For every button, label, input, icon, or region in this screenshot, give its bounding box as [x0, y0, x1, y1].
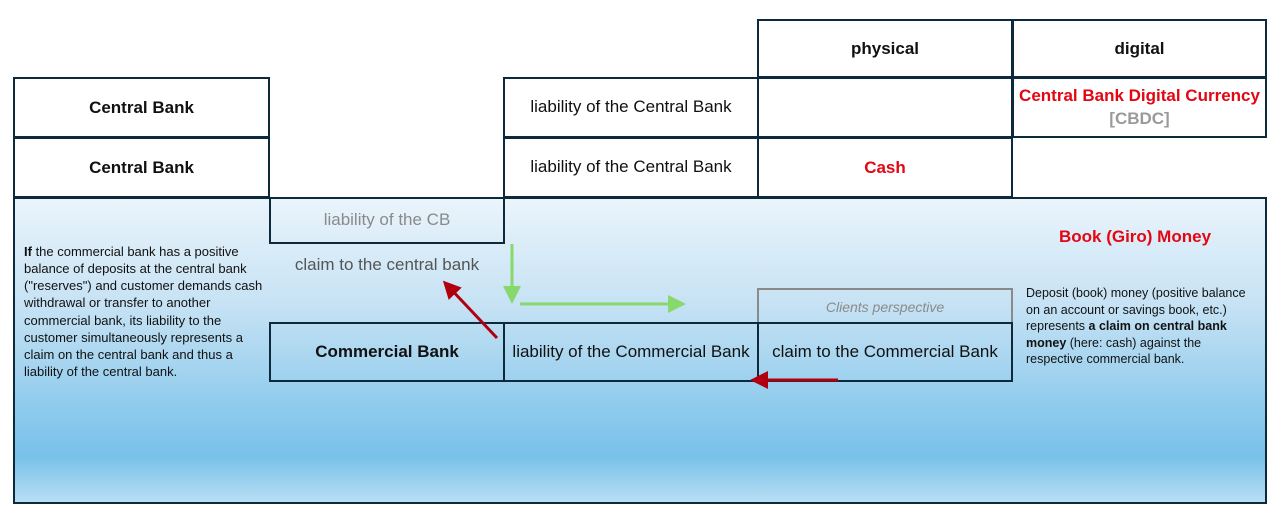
cbdc-tag: [CBDC] — [1109, 108, 1170, 128]
clients-perspective-cell: Clients perspective — [757, 288, 1013, 324]
central-bank-cash-cell: Central Bank — [13, 137, 270, 198]
right-note-text-2: (here: cash) against the respective comm… — [1026, 335, 1202, 367]
right-note-text-1: Deposit (book) money (positive balance o… — [1026, 286, 1246, 333]
cash-cell: Cash — [757, 137, 1013, 198]
right-note-bold: a claim on central bank money — [1026, 319, 1227, 350]
liability-central-bank-cash: liability of the Central Bank — [503, 137, 759, 198]
red-arrow-diagonal — [442, 280, 499, 340]
cbdc-cell: Central Bank Digital Currency [CBDC] — [1012, 77, 1267, 138]
header-physical: physical — [757, 19, 1013, 78]
liability-cb-cell: liability of the CB — [269, 197, 505, 244]
left-explanation-note: If the commercial bank has a positive ba… — [24, 243, 266, 380]
book-money-title: Book (Giro) Money — [1058, 227, 1212, 246]
claim-commercial-bank-cell: claim to the Commercial Bank — [757, 322, 1013, 382]
cbdc-label: Central Bank Digital Currency — [1019, 86, 1260, 106]
right-explanation-note: Deposit (book) money (positive balance o… — [1026, 285, 1254, 368]
left-note-bold: If — [24, 244, 32, 259]
physical-empty-cell — [757, 77, 1013, 138]
left-note-text: the commercial bank has a positive balan… — [24, 244, 263, 380]
claim-central-bank-text: claim to the central bank — [294, 254, 480, 274]
book-money-area — [13, 197, 1267, 504]
header-digital: digital — [1012, 19, 1267, 78]
